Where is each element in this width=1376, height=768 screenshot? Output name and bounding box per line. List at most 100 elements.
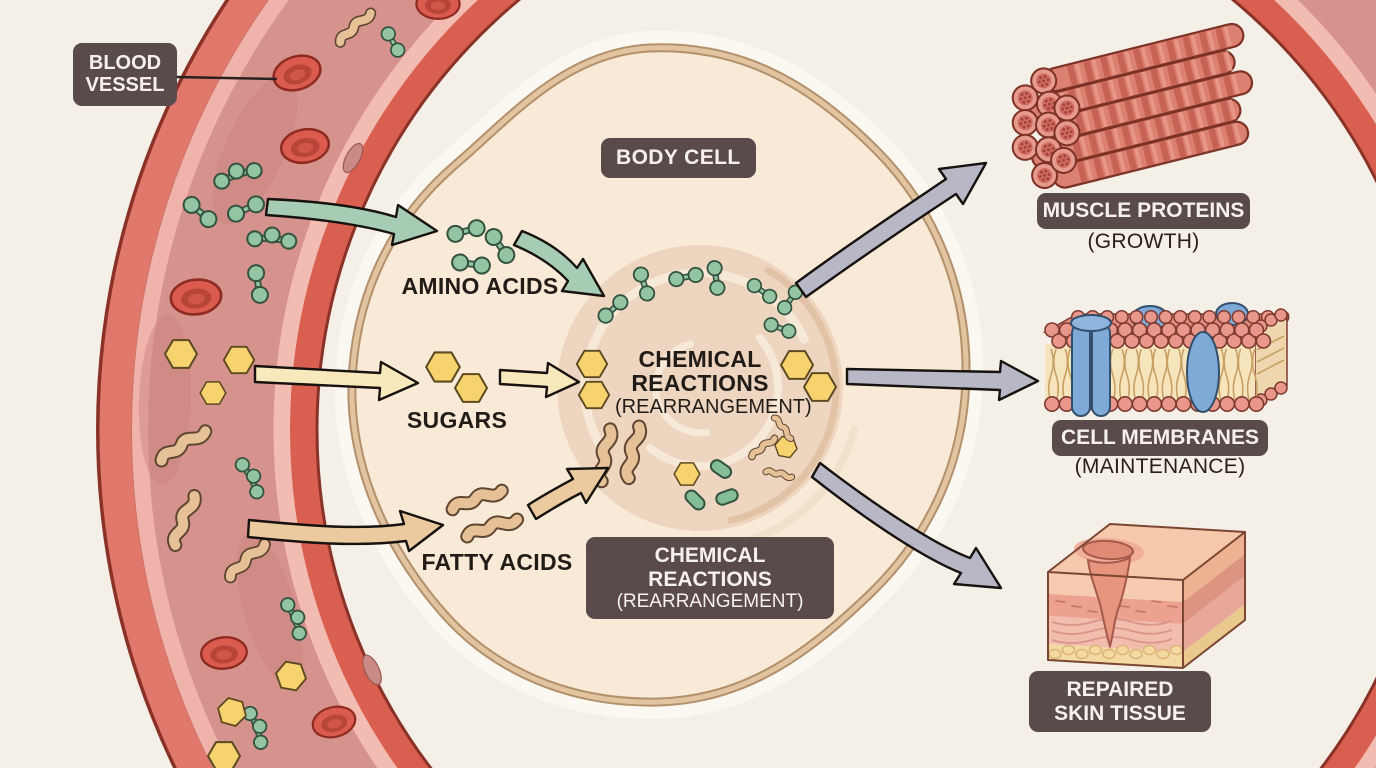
lipid-tail: [1147, 348, 1154, 403]
myofibril-dot: [1043, 174, 1047, 177]
myofibril-dot: [1042, 79, 1046, 83]
cell-membranes-sublabel: (MAINTENANCE): [1074, 455, 1246, 478]
muscle-fiber-stripe: [1158, 140, 1171, 162]
lipid-tail-side: [1256, 347, 1285, 363]
lipid-head: [1117, 395, 1134, 412]
muscle-fiber-stripe: [1148, 94, 1158, 115]
skin-side-dermis-upper: [1183, 554, 1245, 624]
myofibril-dot: [1044, 169, 1048, 173]
muscle-fiber-stripe: [1076, 161, 1088, 183]
muscle-fiber-stripe: [1157, 91, 1169, 113]
myofibril-dot: [1022, 125, 1026, 129]
muscle-fiber-stripe: [1224, 50, 1233, 72]
muscle-fiber-stripe: [1116, 52, 1128, 74]
cell-membrane-illustration: [1042, 302, 1290, 417]
myofibril-dot: [1049, 98, 1053, 102]
lipid-tail: [1237, 348, 1244, 403]
myofibril-dot: [1038, 175, 1042, 178]
swirl-arc: [727, 266, 840, 524]
lipid-tail: [1133, 348, 1140, 403]
sugar-molecule: [425, 351, 461, 383]
fatty-acids-entry-arrow: [246, 509, 445, 553]
myofibril-dot: [1025, 116, 1028, 120]
lipid-head: [1255, 333, 1272, 349]
fat-lobule: [1129, 648, 1143, 660]
myofibril-dot: [1046, 78, 1050, 82]
myofibril-dot: [1046, 177, 1050, 181]
muscle-fiber-stripe: [1125, 75, 1134, 96]
muscle-fiber-stripe: [1182, 35, 1194, 57]
muscle-fiber-stripe: [1088, 133, 1100, 155]
muscle-fiber-stripe: [1216, 52, 1228, 74]
muscle-fiber-stripe: [1167, 139, 1176, 160]
muscle-fiber-stripe: [1165, 40, 1177, 62]
lipid-head: [1114, 309, 1129, 325]
muscle-fiber-stripe: [1142, 71, 1151, 92]
muscle-fiber-stripe: [1133, 72, 1145, 94]
lipid-tail: [1047, 348, 1055, 403]
to-skin-tissue-arrow: [810, 461, 1003, 590]
channel-protein: [1091, 323, 1111, 417]
dermis-dash: [1119, 605, 1130, 608]
sugars-label: SUGARS: [406, 407, 508, 433]
lipid-head: [1175, 395, 1192, 412]
amino-acids-label: AMINO ACIDS: [401, 273, 559, 299]
sugar-molecule: [673, 462, 701, 486]
to-cell-membranes-arrow: [845, 359, 1040, 402]
fat-lobule: [1048, 648, 1062, 660]
muscle-fiber-stripe: [1075, 63, 1084, 84]
muscle-fiber-stripe: [1199, 56, 1211, 78]
myofibril-dot: [1048, 119, 1052, 123]
muscle-fiber-stripe: [1187, 108, 1199, 130]
myofibril-dot: [1068, 109, 1072, 113]
muscle-fiber-stripe: [1166, 64, 1178, 86]
lipid-tail: [1223, 348, 1230, 403]
muscle-fiber-stripe: [1109, 153, 1121, 175]
myofibril-dot: [1019, 147, 1023, 150]
muscle-bundle: [1011, 22, 1254, 189]
myofibril-dot: [1020, 142, 1024, 146]
myofibril-dot: [1027, 149, 1030, 153]
muscle-fiber-stripe: [1231, 73, 1240, 95]
muscle-fiber-stripe: [1207, 30, 1216, 51]
repaired-skin-label: REPAIRED SKIN TISSUE: [1029, 671, 1211, 733]
muscle-fiber-stripe: [1140, 95, 1152, 117]
vessel-endothelium-band: [273, 0, 1376, 768]
chemical-reactions-badge-subtitle: (REARRANGEMENT): [616, 591, 804, 613]
wound-surface: [1082, 539, 1134, 561]
lipid-tail: [1180, 348, 1187, 403]
muscle-fiber-stripe: [1079, 136, 1089, 157]
muscle-fiber-stripe: [1183, 135, 1192, 156]
myofibril-dot: [1066, 126, 1070, 130]
muscle-fiber-stripe: [1216, 127, 1225, 148]
myofibril-dot: [1047, 123, 1050, 127]
muscle-fiber-stripe: [1132, 48, 1144, 70]
lipid-tail: [1232, 348, 1239, 403]
muscle-fiber-stripe: [1220, 100, 1232, 122]
lipid-tail-side: [1256, 359, 1285, 375]
myofibril-dot: [1043, 120, 1047, 124]
lipid-tail: [1251, 348, 1258, 403]
myofibril-dot: [1062, 159, 1065, 162]
dermis-dash: [1135, 610, 1146, 613]
myofibril-dot: [1050, 126, 1054, 130]
to-muscle-proteins-arrow: [794, 161, 988, 299]
sugar-molecule: [577, 380, 611, 410]
muscle-fiber-stripe: [1112, 128, 1122, 149]
skin-block-outline: [1047, 523, 1246, 669]
chemical-reactions-title: CHEMICAL REACTIONS: [631, 346, 769, 397]
myofibril-dot: [1023, 121, 1027, 124]
myofibril-dot: [1045, 152, 1049, 156]
myofibril-dot: [1028, 95, 1032, 99]
muscle-fiber-stripe: [1129, 124, 1138, 145]
muscle-fiber-stripe: [1137, 121, 1149, 143]
myofibril-dot: [1039, 76, 1042, 79]
fat-lobule: [1115, 644, 1130, 656]
myofibril-dot: [1061, 107, 1064, 111]
myofibril-dot: [1063, 154, 1067, 158]
muscle-fiber-stripe: [1183, 60, 1195, 82]
amino-acids-entry-arrow: [264, 197, 439, 247]
lipid-head: [1173, 309, 1188, 325]
muscle-fiber-stripe: [1198, 82, 1207, 103]
muscle-fiber-stripe: [1141, 46, 1150, 68]
